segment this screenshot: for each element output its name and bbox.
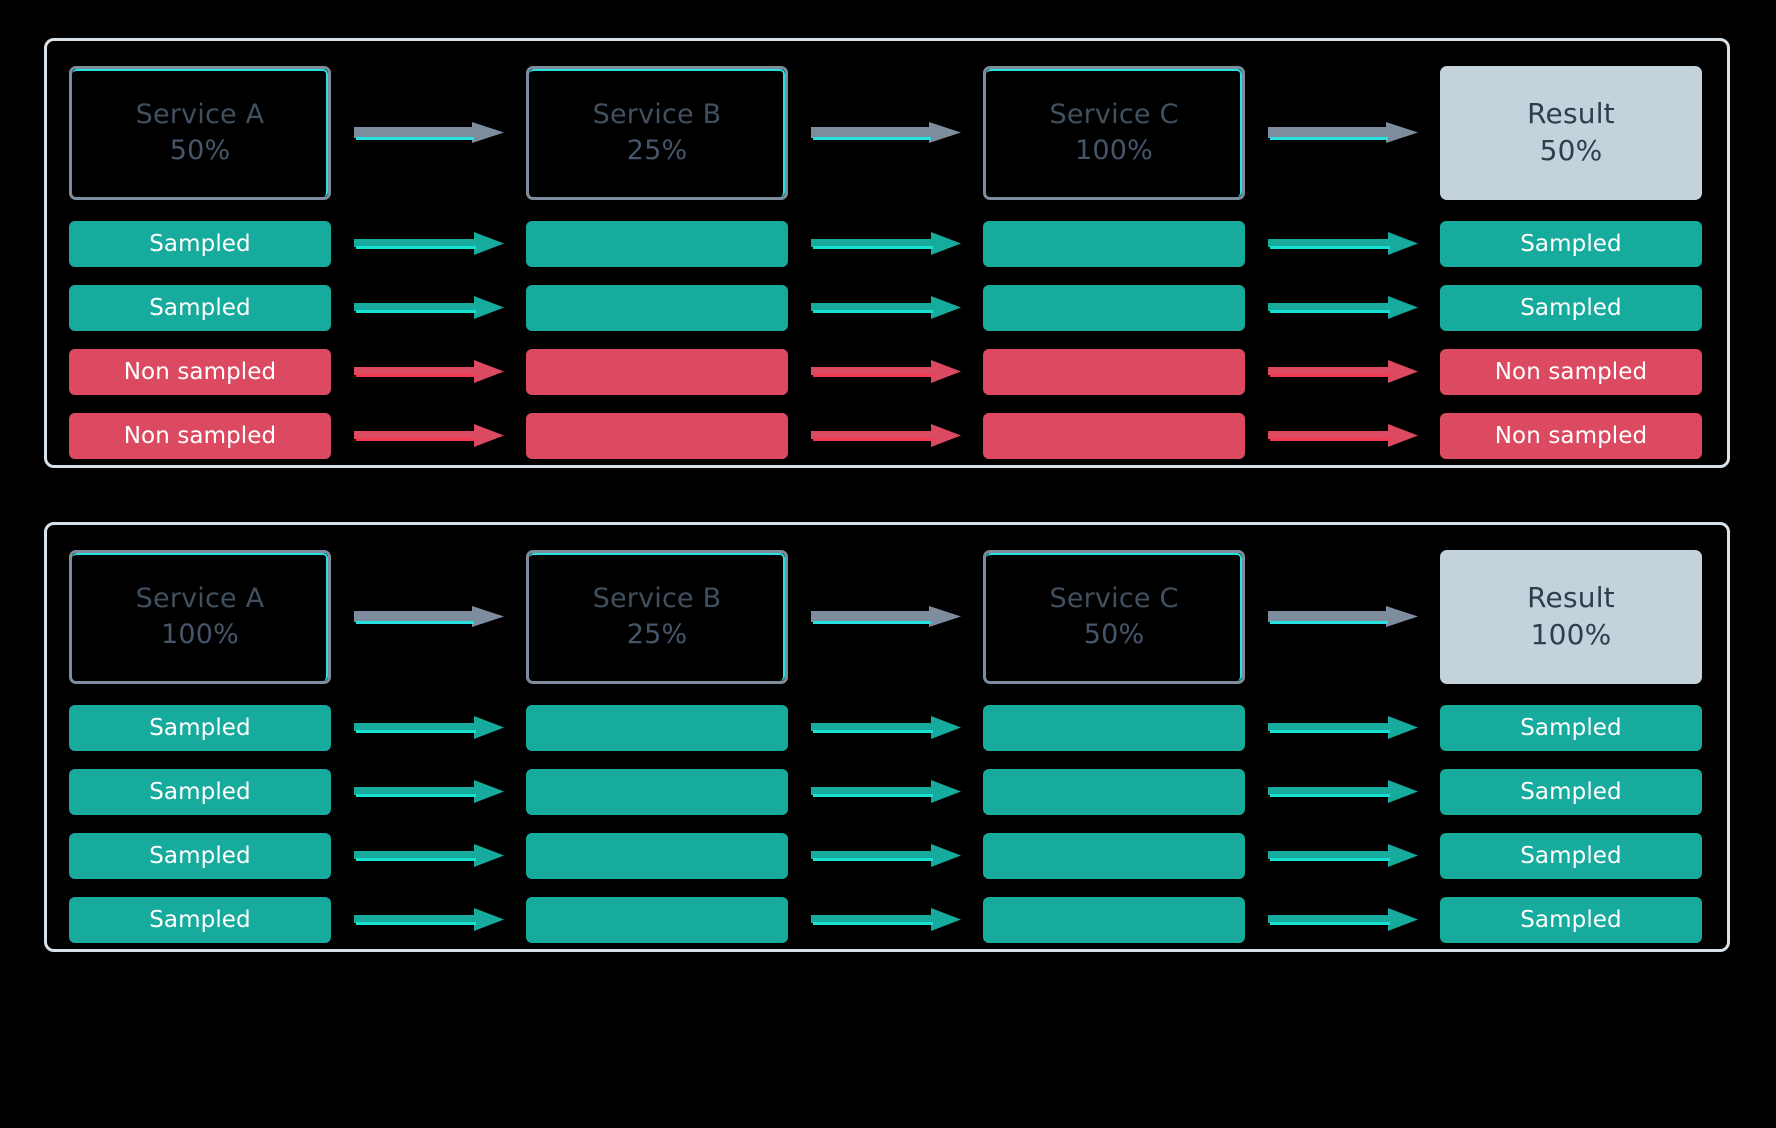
trace-arrow-c-to-result xyxy=(1245,231,1440,257)
trace-bar-service-b[interactable] xyxy=(526,705,788,751)
trace-bar-service-b[interactable] xyxy=(526,413,788,459)
trace-bar-service-b[interactable] xyxy=(526,285,788,331)
sampling-panel-bottom: Service A 100% Service B 25% xyxy=(44,522,1730,952)
trace-bar-result[interactable]: Sampled xyxy=(1440,897,1702,943)
trace-row: Non sampled xyxy=(69,413,1702,459)
trace-arrow-b-to-c xyxy=(788,779,983,805)
result-name: Result xyxy=(1527,581,1615,615)
trace-bar-service-a[interactable]: Sampled xyxy=(69,705,331,751)
trace-bar-result[interactable]: Non sampled xyxy=(1440,349,1702,395)
trace-row: Sampled xyxy=(69,221,1702,267)
result-percent: 50% xyxy=(1539,134,1603,167)
trace-bar-service-a[interactable]: Sampled xyxy=(69,769,331,815)
result-box[interactable]: Result 100% xyxy=(1440,550,1702,684)
trace-arrow-c-to-result xyxy=(1245,843,1440,869)
result-percent: 100% xyxy=(1530,618,1612,651)
trace-arrow-c-to-result xyxy=(1245,907,1440,933)
trace-bar-service-a[interactable]: Sampled xyxy=(69,897,331,943)
trace-row: Sampled xyxy=(69,285,1702,331)
trace-bar-result[interactable]: Non sampled xyxy=(1440,413,1702,459)
trace-bar-result[interactable]: Sampled xyxy=(1440,705,1702,751)
trace-arrow-a-to-b xyxy=(331,423,526,449)
trace-bar-service-a[interactable]: Sampled xyxy=(69,833,331,879)
service-box-a[interactable]: Service A 100% xyxy=(69,550,331,684)
trace-arrow-b-to-c xyxy=(788,423,983,449)
trace-bar-service-a[interactable]: Sampled xyxy=(69,221,331,267)
service-box-c[interactable]: Service C 100% xyxy=(983,66,1245,200)
trace-arrow-b-to-c xyxy=(788,907,983,933)
service-box-b[interactable]: Service B 25% xyxy=(526,66,788,200)
service-percent: 50% xyxy=(169,135,231,166)
trace-bar-service-b[interactable] xyxy=(526,833,788,879)
header-arrow-a-to-b xyxy=(331,602,526,632)
trace-arrow-b-to-c xyxy=(788,843,983,869)
trace-row: Non sampled xyxy=(69,349,1702,395)
trace-bar-service-c[interactable] xyxy=(983,769,1245,815)
trace-arrow-a-to-b xyxy=(331,715,526,741)
trace-bar-service-c[interactable] xyxy=(983,833,1245,879)
trace-row: Sampled xyxy=(69,833,1702,879)
service-percent: 50% xyxy=(1083,619,1145,650)
trace-bar-service-a[interactable]: Sampled xyxy=(69,285,331,331)
trace-arrow-a-to-b xyxy=(331,231,526,257)
service-header-row: Service A 50% Service B 25% xyxy=(69,63,1702,203)
trace-bar-service-c[interactable] xyxy=(983,285,1245,331)
service-name: Service A xyxy=(135,583,265,615)
trace-bar-service-c[interactable] xyxy=(983,349,1245,395)
trace-arrow-a-to-b xyxy=(331,843,526,869)
service-box-a[interactable]: Service A 50% xyxy=(69,66,331,200)
service-name: Service C xyxy=(1049,99,1179,131)
trace-bar-service-b[interactable] xyxy=(526,349,788,395)
trace-bar-result[interactable]: Sampled xyxy=(1440,285,1702,331)
result-name: Result xyxy=(1527,97,1615,131)
trace-arrow-a-to-b xyxy=(331,359,526,385)
trace-arrow-a-to-b xyxy=(331,907,526,933)
trace-row: Sampled xyxy=(69,897,1702,943)
trace-arrow-b-to-c xyxy=(788,715,983,741)
result-box[interactable]: Result 50% xyxy=(1440,66,1702,200)
service-name: Service C xyxy=(1049,583,1179,615)
trace-arrow-a-to-b xyxy=(331,295,526,321)
trace-bar-service-b[interactable] xyxy=(526,897,788,943)
trace-arrow-c-to-result xyxy=(1245,423,1440,449)
sampling-panel-top: Service A 50% Service B 25% xyxy=(44,38,1730,468)
trace-arrow-b-to-c xyxy=(788,359,983,385)
trace-arrow-c-to-result xyxy=(1245,779,1440,805)
trace-row: Sampled xyxy=(69,769,1702,815)
trace-bar-result[interactable]: Sampled xyxy=(1440,769,1702,815)
trace-bar-result[interactable]: Sampled xyxy=(1440,833,1702,879)
service-percent: 25% xyxy=(626,135,688,166)
trace-bar-service-b[interactable] xyxy=(526,221,788,267)
trace-bar-service-c[interactable] xyxy=(983,221,1245,267)
trace-row: Sampled xyxy=(69,705,1702,751)
service-box-c[interactable]: Service C 50% xyxy=(983,550,1245,684)
service-box-b[interactable]: Service B 25% xyxy=(526,550,788,684)
service-name: Service B xyxy=(592,99,722,131)
trace-bar-service-b[interactable] xyxy=(526,769,788,815)
service-percent: 100% xyxy=(1075,135,1153,166)
trace-arrow-c-to-result xyxy=(1245,295,1440,321)
trace-bar-service-c[interactable] xyxy=(983,413,1245,459)
header-arrow-a-to-b xyxy=(331,118,526,148)
trace-bar-service-a[interactable]: Non sampled xyxy=(69,413,331,459)
trace-arrow-c-to-result xyxy=(1245,715,1440,741)
header-arrow-b-to-c xyxy=(788,118,983,148)
service-percent: 25% xyxy=(626,619,688,650)
trace-bar-service-c[interactable] xyxy=(983,705,1245,751)
service-header-row: Service A 100% Service B 25% xyxy=(69,547,1702,687)
header-arrow-c-to-result xyxy=(1245,118,1440,148)
header-arrow-c-to-result xyxy=(1245,602,1440,632)
trace-bar-service-c[interactable] xyxy=(983,897,1245,943)
trace-arrow-a-to-b xyxy=(331,779,526,805)
trace-bar-result[interactable]: Sampled xyxy=(1440,221,1702,267)
header-arrow-b-to-c xyxy=(788,602,983,632)
trace-arrow-b-to-c xyxy=(788,231,983,257)
service-name: Service B xyxy=(592,583,722,615)
service-percent: 100% xyxy=(161,619,239,650)
trace-arrow-b-to-c xyxy=(788,295,983,321)
trace-arrow-c-to-result xyxy=(1245,359,1440,385)
service-name: Service A xyxy=(135,99,265,131)
trace-bar-service-a[interactable]: Non sampled xyxy=(69,349,331,395)
